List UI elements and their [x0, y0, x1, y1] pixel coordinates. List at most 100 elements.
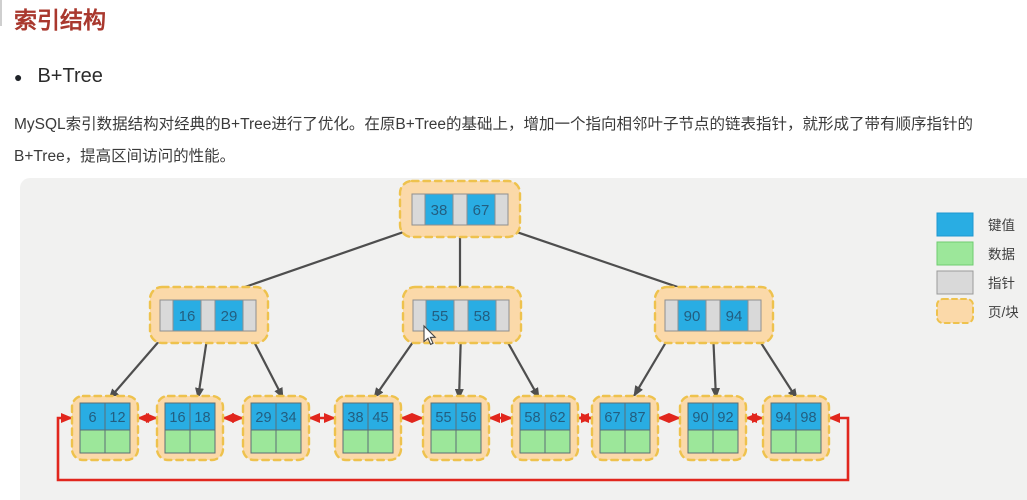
key-value: 90 [692, 410, 708, 426]
key-value: 34 [280, 410, 296, 426]
key-value: 67 [473, 202, 490, 219]
data-cell [544, 429, 571, 454]
leaf-node: 67 87 [590, 394, 660, 462]
data-cell [104, 429, 131, 454]
key-cell [599, 402, 626, 431]
legend: 键值 数据 指针 页/块 [936, 212, 1019, 324]
key-cell [712, 402, 739, 431]
key-value: 12 [109, 410, 125, 426]
key-value: 16 [179, 308, 196, 325]
legend-label: 键值 [988, 218, 1015, 233]
page-title: 索引结构 [14, 7, 106, 33]
pointer-cell [200, 299, 216, 332]
leaf-node: 94 98 [761, 394, 831, 462]
leaf-node: 16 18 [155, 394, 225, 462]
legend-data-swatch [936, 241, 974, 266]
legend-key-swatch [936, 212, 974, 237]
key-value: 6 [88, 410, 96, 426]
data-cell [342, 429, 369, 454]
key-value: 98 [800, 410, 816, 426]
key-value: 92 [717, 410, 733, 426]
data-cell [189, 429, 216, 454]
legend-label: 数据 [988, 247, 1015, 262]
leaf-link-arrows [56, 413, 850, 482]
key-cell [677, 299, 707, 332]
data-cell [712, 429, 739, 454]
key-value: 58 [524, 410, 540, 426]
leaf-node: 6 12 [70, 394, 140, 462]
leaf-node: 29 34 [241, 394, 311, 462]
key-cell [104, 402, 131, 431]
legend-label: 页/块 [988, 305, 1019, 320]
internal-node: 55 58 [401, 285, 523, 345]
key-value: 38 [347, 410, 363, 426]
key-value: 62 [549, 410, 565, 426]
pointer-cell [494, 193, 509, 226]
internal-node: 90 94 [653, 285, 775, 345]
section-heading-label: B+Tree [37, 65, 103, 87]
data-cell [79, 429, 106, 454]
pointer-cell [411, 193, 426, 226]
key-cell [367, 402, 394, 431]
pointer-cell [747, 299, 762, 332]
data-cell [599, 429, 626, 454]
key-value: 45 [372, 410, 388, 426]
key-cell [466, 193, 496, 226]
data-cell [164, 429, 191, 454]
key-cell [519, 402, 546, 431]
key-cell [164, 402, 191, 431]
leaf-node: 38 45 [333, 394, 403, 462]
diagram-panel: 38 67 16 29 [20, 178, 1027, 500]
data-cell [519, 429, 546, 454]
key-value: 56 [460, 410, 476, 426]
leaf-node: 55 56 [421, 394, 491, 462]
root-node: 38 67 [398, 179, 522, 239]
key-cell [719, 299, 749, 332]
key-value: 67 [604, 410, 620, 426]
pointer-cell [159, 299, 174, 332]
left-edge-accent [0, 0, 2, 26]
tree-arrow [108, 331, 168, 400]
article-content: 索引结构 ● B+Tree MySQL索引数据结构对经典的B+Tree进行了优化… [0, 0, 1027, 173]
pointer-cell [452, 193, 468, 226]
intro-paragraph: MySQL索引数据结构对经典的B+Tree进行了优化。在原B+Tree的基础上，… [14, 116, 974, 165]
key-cell [467, 299, 497, 332]
key-cell [250, 402, 277, 431]
key-value: 87 [629, 410, 645, 426]
pointer-cell [495, 299, 510, 332]
mouse-cursor [423, 324, 437, 346]
key-cell [424, 193, 454, 226]
key-cell [544, 402, 571, 431]
data-cell [624, 429, 651, 454]
leaf-node: 58 62 [510, 394, 580, 462]
leaf-node: 90 92 [678, 394, 748, 462]
data-cell [430, 429, 457, 454]
key-value: 38 [431, 202, 448, 219]
pointer-cell [705, 299, 721, 332]
data-cell [687, 429, 714, 454]
bptree-diagram: 38 67 16 29 [56, 179, 1019, 482]
key-cell [624, 402, 651, 431]
data-cell [795, 429, 822, 454]
key-cell [275, 402, 302, 431]
legend-pointer-swatch [936, 270, 974, 295]
key-value: 90 [684, 308, 701, 325]
data-cell [770, 429, 797, 454]
key-value: 29 [255, 410, 271, 426]
key-value: 16 [169, 410, 185, 426]
legend-label: 指针 [988, 276, 1015, 291]
bullet-icon: ● [14, 68, 23, 85]
tree-arrow [215, 225, 419, 299]
section-heading: ● B+Tree [14, 65, 1007, 88]
data-cell [250, 429, 277, 454]
leaf-loop-link [56, 413, 850, 482]
tree-arrow [501, 225, 705, 298]
key-cell [214, 299, 244, 332]
key-value: 94 [775, 410, 791, 426]
key-value: 18 [194, 410, 210, 426]
internal-node: 16 29 [148, 285, 270, 345]
key-value: 55 [432, 308, 449, 325]
pointer-cell [453, 299, 469, 332]
data-cell [275, 429, 302, 454]
